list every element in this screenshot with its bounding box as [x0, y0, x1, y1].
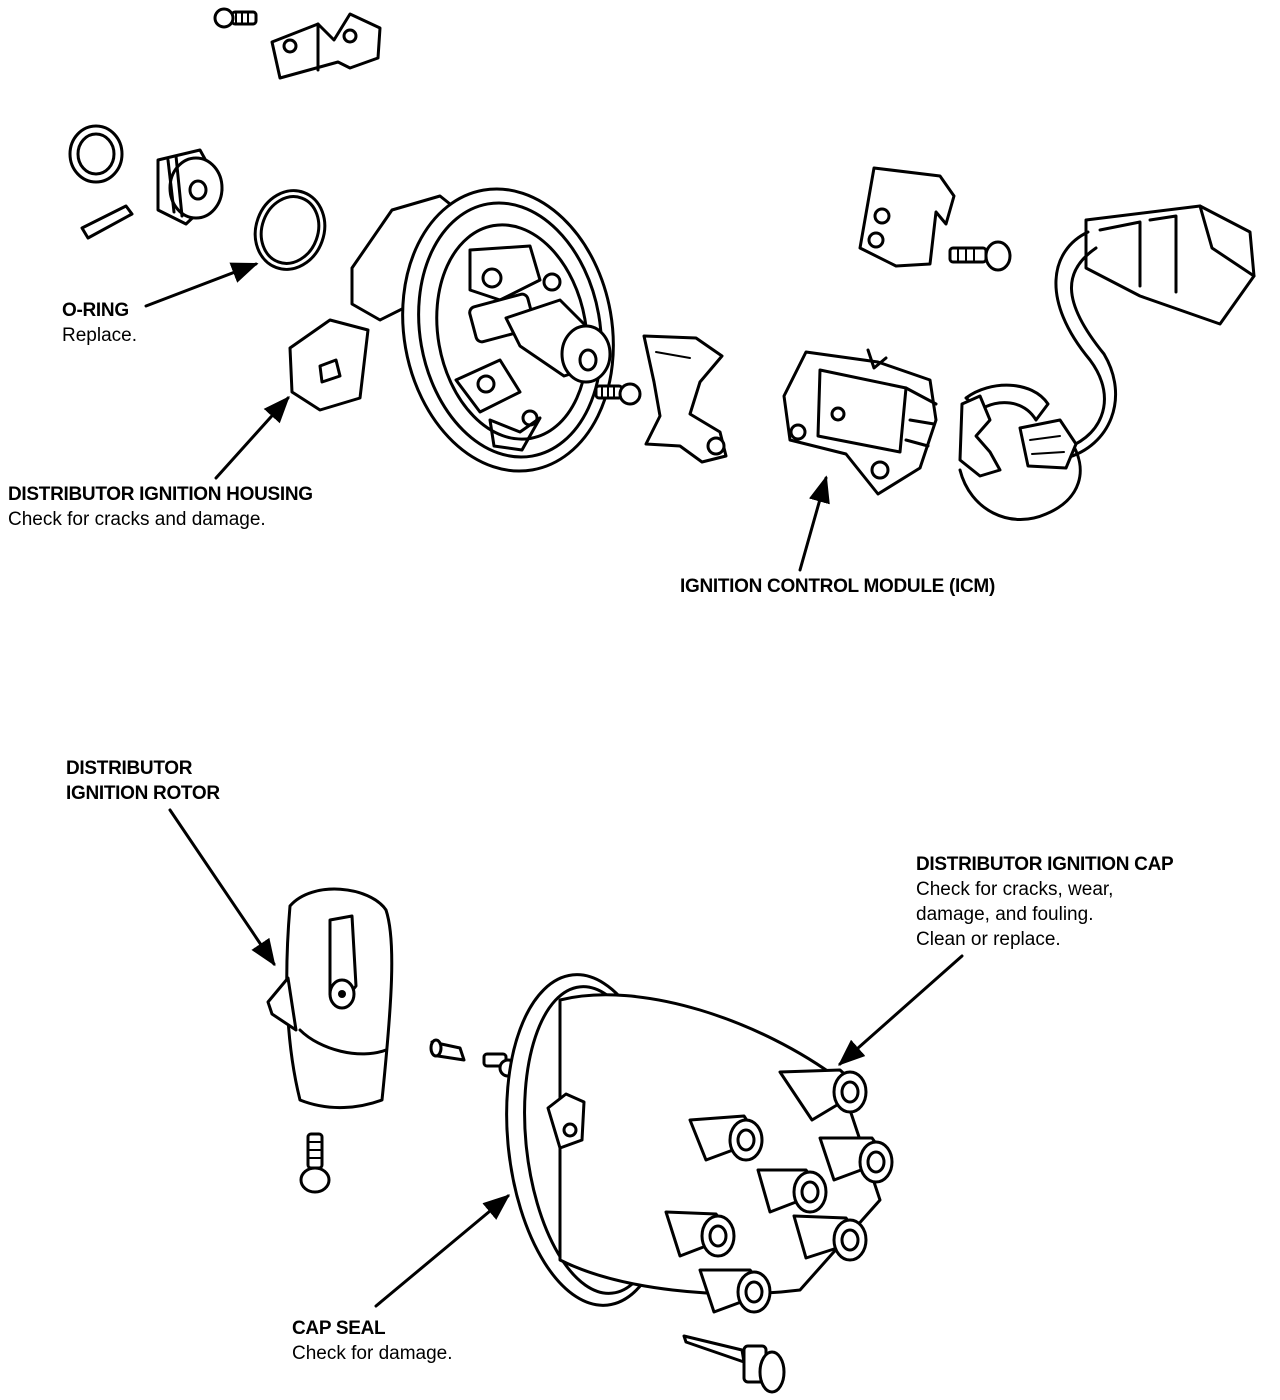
cap-seal-title: CAP SEAL: [292, 1318, 386, 1339]
cap-screw: [682, 1334, 786, 1394]
icm-title: IGNITION CONTROL MODULE (ICM): [680, 576, 995, 597]
housing-callout: DISTRIBUTOR IGNITION HOUSING Check for c…: [8, 482, 313, 532]
wiring-connector: [1054, 204, 1256, 460]
icm-callout: IGNITION CONTROL MODULE (ICM): [680, 574, 995, 599]
small-o-ring: [68, 124, 124, 184]
o-ring-title: O-RING: [62, 300, 129, 321]
top-bracket: [270, 12, 382, 80]
o-ring-leader: [144, 262, 259, 308]
icm-bracket: [642, 334, 728, 464]
cap-leader: [837, 954, 964, 1066]
cap-seal-note: Check for damage.: [292, 1343, 453, 1364]
o-ring-note: Replace.: [62, 325, 137, 346]
rotor-title-line1: DISTRIBUTOR: [66, 758, 193, 779]
cap-pin: [429, 1038, 466, 1062]
cap-seal-leader: [374, 1194, 511, 1308]
rotor-leader: [168, 808, 276, 967]
housing-title: DISTRIBUTOR IGNITION HOUSING: [8, 484, 313, 505]
top-right-screw: [948, 240, 1012, 272]
pin: [80, 204, 134, 240]
icm-leader: [798, 475, 830, 572]
ignition-control-module: [782, 348, 938, 496]
rotor-screw: [299, 1132, 331, 1194]
housing-note: Check for cracks and damage.: [8, 509, 266, 530]
rotor-title-line2: IGNITION ROTOR: [66, 783, 220, 804]
cap-note-line3: Clean or replace.: [916, 929, 1061, 950]
housing-leader: [214, 395, 290, 480]
o-ring-callout: O-RING Replace.: [62, 298, 137, 348]
large-o-ring: [253, 189, 327, 271]
top-right-plate: [858, 166, 956, 268]
distributor-housing: [288, 187, 615, 473]
distributor-cap: [505, 973, 894, 1314]
cap-title: DISTRIBUTOR IGNITION CAP: [916, 854, 1174, 875]
cap-callout: DISTRIBUTOR IGNITION CAP Check for crack…: [916, 852, 1174, 952]
cap-small-screw: [482, 1052, 518, 1078]
cap-note-line1: Check for cracks, wear,: [916, 879, 1114, 900]
rotor-callout: DISTRIBUTOR IGNITION ROTOR: [66, 756, 220, 806]
housing-screw: [594, 382, 642, 406]
cap-note-line2: damage, and fouling.: [916, 904, 1094, 925]
distributor-rotor: [266, 887, 394, 1109]
pickup-assembly: [958, 383, 1082, 521]
cap-seal-callout: CAP SEAL Check for damage.: [292, 1316, 453, 1366]
top-screw: [213, 7, 258, 29]
coupling: [156, 148, 224, 226]
